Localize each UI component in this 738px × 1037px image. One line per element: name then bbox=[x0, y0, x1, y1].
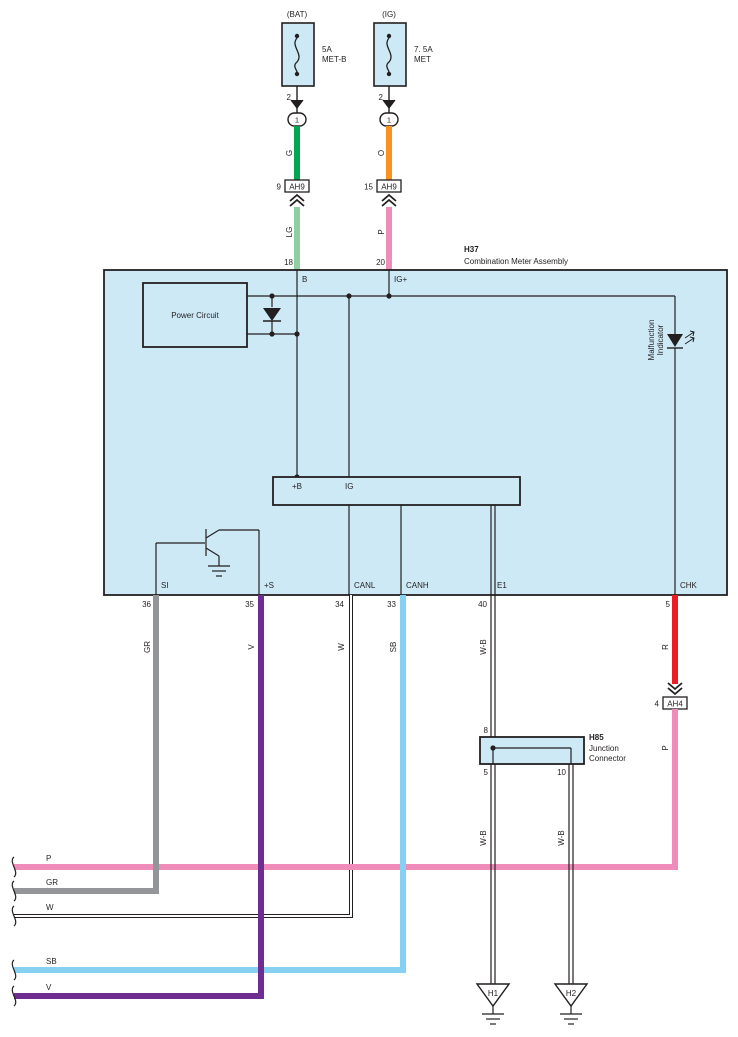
wire-wb-h2-label: W-B bbox=[557, 830, 566, 845]
fuse-element-icon bbox=[386, 37, 392, 73]
block-ig-label: IG bbox=[345, 482, 353, 491]
wire-p-label: P bbox=[377, 229, 386, 234]
inline-joint-ig: 1 bbox=[379, 112, 399, 127]
fuse-met-name: MET bbox=[414, 55, 431, 64]
wire-p-bus bbox=[14, 713, 678, 870]
meter-title: Combination Meter Assembly bbox=[464, 257, 568, 266]
ground-h2: H2 bbox=[553, 983, 589, 1025]
ground-h1-label: H1 bbox=[488, 989, 499, 998]
inline-joint-ig-pin: 1 bbox=[387, 116, 391, 125]
wire-r-label: R bbox=[661, 644, 670, 650]
indicator-label: Indicator bbox=[656, 324, 665, 355]
internal-wiring bbox=[155, 270, 676, 595]
fuse-met-b: (BAT) 5A MET-B 2 bbox=[281, 10, 346, 102]
pin-33: 33 bbox=[387, 600, 396, 609]
block-plus-b-label: +B bbox=[292, 482, 302, 491]
bus-label-p: P bbox=[46, 854, 51, 863]
light-emission-icon bbox=[684, 330, 695, 345]
connector-ah9-pin15: AH9 15 bbox=[364, 179, 402, 193]
fuse-met-b-name: MET-B bbox=[322, 55, 346, 64]
power-circuit-block bbox=[142, 282, 248, 348]
ground-h2-label: H2 bbox=[566, 989, 577, 998]
terminal-chk: CHK bbox=[680, 581, 698, 590]
wire-sb-label: SB bbox=[389, 642, 398, 653]
meter-pin-20: 20 bbox=[376, 258, 385, 267]
wire-gr bbox=[14, 595, 159, 894]
connector-ah9-label: AH9 bbox=[381, 183, 397, 192]
connector-ah9-label: AH9 bbox=[289, 183, 305, 192]
fuse-met-b-source: (BAT) bbox=[287, 10, 308, 19]
pin-5: 5 bbox=[666, 600, 671, 609]
junction-pin-5: 5 bbox=[484, 768, 489, 777]
bus-label-gr: GR bbox=[46, 878, 58, 887]
fuse-element-icon bbox=[294, 37, 300, 73]
arrow-down-icon bbox=[382, 99, 396, 109]
connector-ah4: AH4 4 bbox=[655, 696, 688, 710]
connector-ah4-pin: 4 bbox=[655, 700, 660, 709]
terminal-e1: E1 bbox=[497, 581, 507, 590]
wire-v bbox=[14, 595, 264, 999]
connector-ah9-pin: 9 bbox=[277, 183, 282, 192]
ground-triangle-icon bbox=[475, 983, 511, 1008]
led-icon bbox=[667, 334, 683, 347]
fuse-met: (IG) 7. 5A MET 2 bbox=[373, 10, 433, 102]
terminal-plus-s: +S bbox=[264, 581, 274, 590]
bus-label-w: W bbox=[46, 903, 54, 912]
fuse-met-pin: 2 bbox=[379, 93, 384, 102]
wire-g-label: G bbox=[285, 150, 294, 156]
pin-36: 36 bbox=[142, 600, 151, 609]
power-circuit-label: Power Circuit bbox=[171, 311, 219, 320]
junction-connector-h85 bbox=[479, 736, 585, 765]
pin-35: 35 bbox=[245, 600, 254, 609]
junction-label-1: Junction bbox=[589, 744, 619, 753]
inline-joint-bat-pin: 1 bbox=[295, 116, 299, 125]
diode-icon bbox=[263, 308, 281, 321]
can-interface-block bbox=[272, 476, 521, 506]
bus-label-v: V bbox=[46, 983, 52, 992]
meter-terminal-b: B bbox=[302, 275, 307, 284]
wire-wb-label: W-B bbox=[479, 639, 488, 654]
continuation-break-icon bbox=[11, 856, 17, 1007]
junction-pin-8: 8 bbox=[484, 726, 489, 735]
meter-id: H37 bbox=[464, 245, 479, 254]
wire-w-label: W bbox=[337, 643, 346, 651]
fuse-met-source: (IG) bbox=[382, 10, 396, 19]
meter-terminal-ig-plus: IG+ bbox=[394, 275, 407, 284]
terminal-canl: CANL bbox=[354, 581, 376, 590]
wire-o-label: O bbox=[377, 150, 386, 156]
wire-wb-h1-label: W-B bbox=[479, 830, 488, 845]
pin-34: 34 bbox=[335, 600, 344, 609]
meter-pin-18: 18 bbox=[284, 258, 293, 267]
ground-h1: H1 bbox=[475, 983, 511, 1025]
junction-label-2: Connector bbox=[589, 754, 626, 763]
wire-gr-label: GR bbox=[143, 641, 152, 653]
terminal-si: SI bbox=[161, 581, 169, 590]
wire-lg-label: LG bbox=[285, 227, 294, 238]
wire-sb bbox=[14, 595, 406, 973]
connector-ah9-pin9: AH9 9 bbox=[277, 179, 310, 193]
connector-chevron-icon bbox=[667, 682, 683, 696]
junction-pin-10: 10 bbox=[557, 768, 566, 777]
wire-v-label: V bbox=[247, 644, 256, 650]
connector-chevron-icon bbox=[289, 193, 305, 207]
connector-chevron-icon bbox=[381, 193, 397, 207]
bus-label-sb: SB bbox=[46, 957, 57, 966]
junction-id: H85 bbox=[589, 733, 604, 742]
fuse-met-rating: 7. 5A bbox=[414, 45, 433, 54]
wire-p-right-label: P bbox=[661, 745, 670, 750]
arrow-down-icon bbox=[290, 99, 304, 109]
terminal-canh: CANH bbox=[406, 581, 429, 590]
fuse-met-b-pin: 2 bbox=[287, 93, 292, 102]
connector-ah9-pin: 15 bbox=[364, 183, 373, 192]
malfunction-label: Malfunction bbox=[647, 320, 656, 361]
pin-40: 40 bbox=[478, 600, 487, 609]
fuse-met-b-rating: 5A bbox=[322, 45, 332, 54]
inline-joint-bat: 1 bbox=[287, 112, 307, 127]
ground-triangle-icon bbox=[553, 983, 589, 1008]
connector-ah4-label: AH4 bbox=[667, 700, 683, 709]
